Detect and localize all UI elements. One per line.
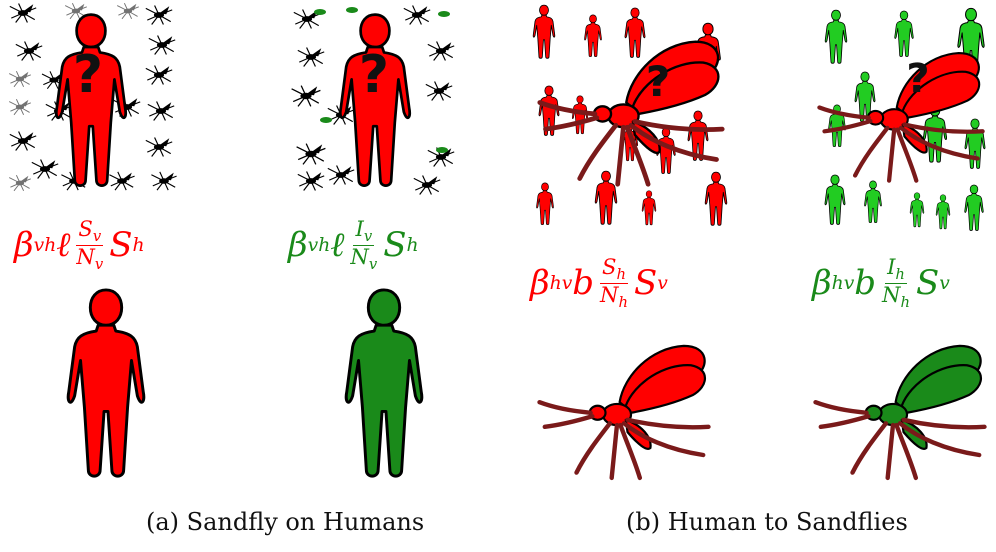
question-mark: ? — [906, 56, 929, 102]
panel-a-left-image: ? — [4, 0, 180, 200]
panel-b-right-image: ? — [812, 0, 996, 236]
fraction: Sh Nh — [598, 256, 630, 310]
caption-a: (a) Sandfly on Humans — [146, 508, 424, 536]
human-infected-green-icon — [334, 286, 434, 482]
sandfly-infected-green-icon — [812, 336, 988, 486]
question-mark: ? — [73, 45, 103, 105]
human-susceptible-red-icon — [56, 286, 156, 482]
caption-b: (b) Human to Sandflies — [626, 508, 908, 536]
question-mark: ? — [646, 57, 670, 106]
fraction: Ih Nh — [880, 256, 912, 310]
question-mark: ? — [359, 45, 389, 105]
sandfly-susceptible-red-icon — [536, 336, 712, 486]
fraction: Iv Nv — [348, 218, 379, 272]
panel-a-right-image: ? — [286, 0, 462, 200]
panel-b-left-image: ? — [516, 0, 736, 236]
fraction: Sv Nv — [74, 218, 105, 272]
